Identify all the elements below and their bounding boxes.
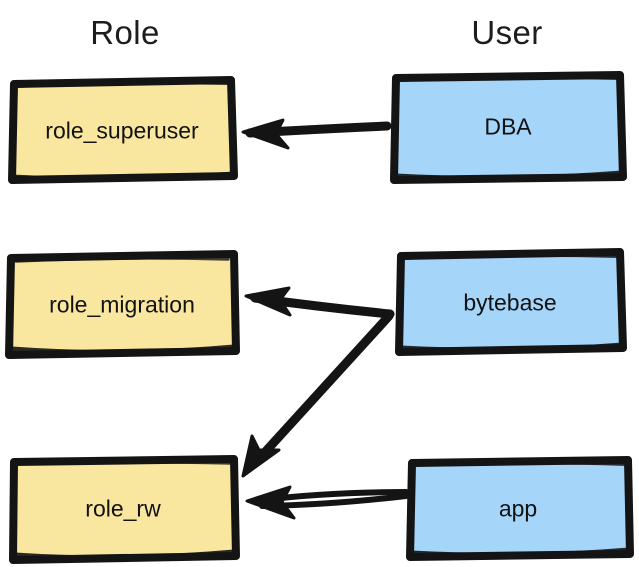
app-sketch-bottom (409, 547, 632, 558)
edge-app-arrowhead (245, 485, 296, 520)
role-migration-shape (5, 250, 240, 359)
role-rw-sketch-top (15, 459, 233, 466)
role-superuser-sketch-bottom (10, 171, 236, 182)
column-header-role: Role (90, 14, 160, 51)
edge-bytebase-mig-arrowhead (244, 286, 292, 317)
app-shape (406, 456, 634, 561)
role-rw-sketch-bottom (12, 549, 237, 561)
bytebase-sketch-bottom (398, 342, 625, 353)
node-role-migration[interactable] (5, 250, 240, 359)
dba-sketch-top (396, 74, 621, 82)
edge-dba-to-role-superuser[interactable] (241, 118, 392, 150)
edge-app-to-role-rw[interactable] (245, 485, 409, 520)
edge-bytebase-rw-arrowhead (241, 434, 281, 478)
column-header-user: User (471, 14, 543, 51)
dba-shape (390, 71, 627, 184)
dba-sketch-bottom (393, 170, 625, 181)
role-rw-shape (9, 455, 240, 564)
role-superuser-shape (8, 76, 238, 184)
edge-bytebase-to-role-migration[interactable] (244, 286, 395, 319)
role-migration-sketch-bottom (9, 344, 237, 356)
node-role-rw[interactable] (9, 455, 240, 564)
node-role-superuser[interactable] (8, 76, 238, 184)
node-app[interactable] (406, 456, 634, 561)
app-sketch-top (412, 460, 629, 467)
node-bytebase[interactable] (395, 248, 627, 356)
role-superuser-sketch-top (14, 80, 232, 88)
node-dba[interactable] (390, 71, 627, 184)
edge-bytebase-rw-shaft (251, 311, 394, 467)
bytebase-sketch-top (401, 252, 621, 260)
edge-bytebase-to-role-rw[interactable] (241, 311, 394, 478)
role-migration-sketch-top (14, 256, 230, 263)
bytebase-shape (395, 248, 627, 356)
edge-dba-arrowhead (241, 118, 290, 150)
